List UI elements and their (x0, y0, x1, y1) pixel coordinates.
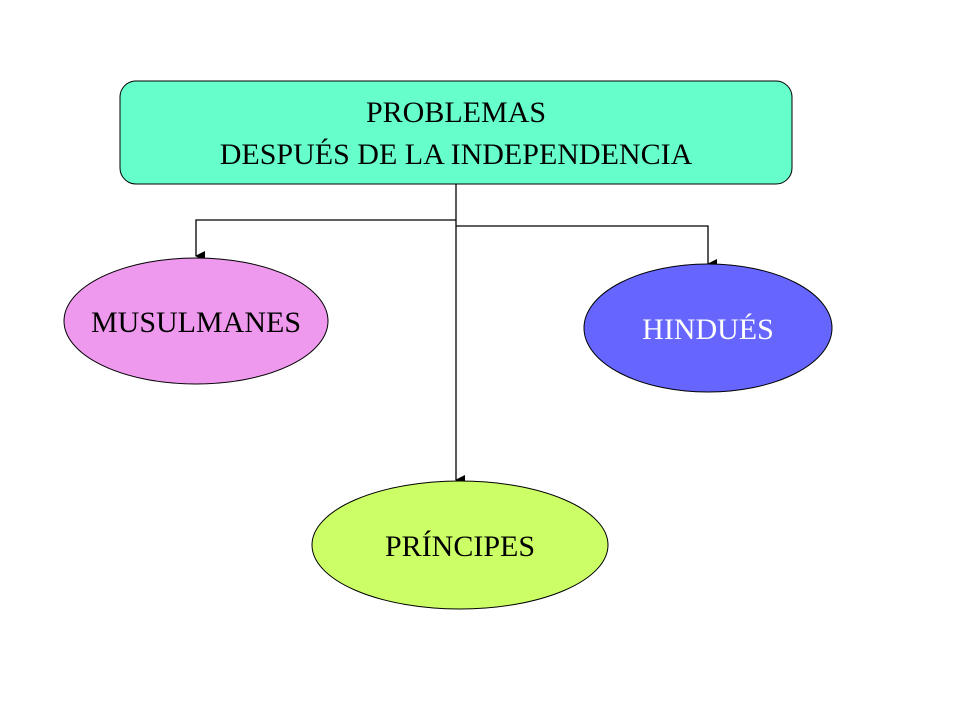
node-musulmanes: MUSULMANES (63, 257, 329, 385)
musulmanes-label: MUSULMANES (91, 306, 301, 339)
hindues-label: HINDUÉS (642, 313, 774, 346)
connectors (195, 184, 717, 485)
principes-ellipse (311, 480, 609, 610)
hindues-ellipse (583, 263, 833, 393)
musulmanes-ellipse (63, 257, 329, 385)
connector-to-musulmanes (195, 219, 456, 261)
root-title-line1: PROBLEMAS (366, 96, 546, 129)
connector-to-hindues (456, 225, 717, 269)
root-title-line2: DESPUÉS DE LA INDEPENDENCIA (220, 138, 693, 171)
principes-label: PRÍNCIPES (385, 530, 535, 563)
root-node: PROBLEMAS DESPUÉS DE LA INDEPENDENCIA (119, 80, 793, 185)
node-hindues: HINDUÉS (583, 263, 833, 393)
node-principes: PRÍNCIPES (311, 480, 609, 610)
